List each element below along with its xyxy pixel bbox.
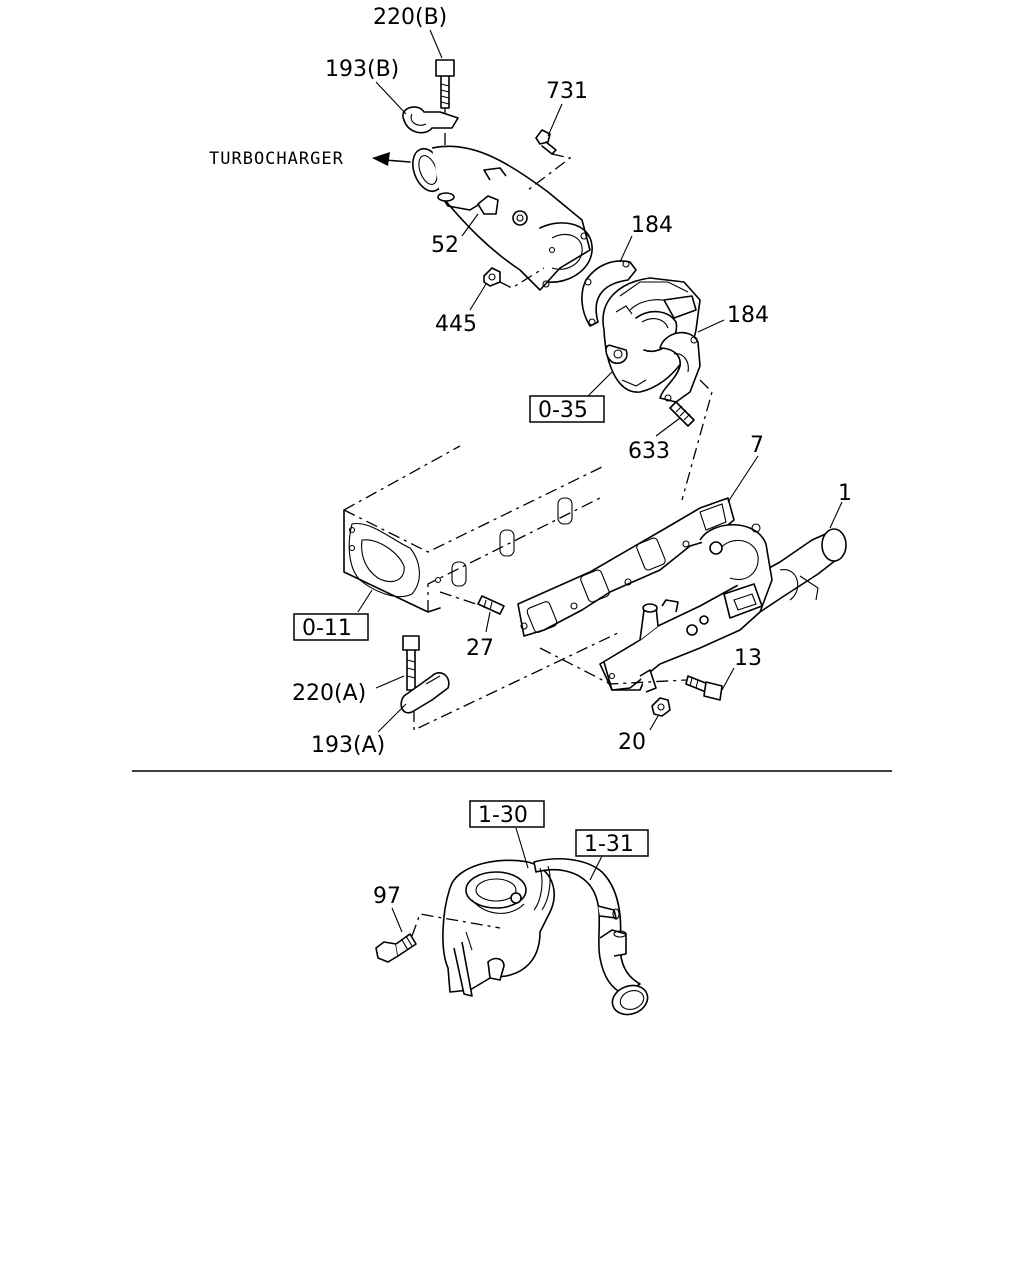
ref-box-1-31 — [575, 829, 649, 857]
bolt-220a — [402, 635, 420, 700]
pipe-52 — [412, 145, 593, 291]
gasket-184-upper — [581, 260, 637, 327]
callout-0-35: 0-35 — [538, 398, 588, 423]
turbocharger-arrow — [372, 152, 411, 166]
gasket-7 — [517, 497, 735, 637]
callout-52: 52 — [431, 233, 459, 258]
bolt-13 — [539, 647, 723, 701]
callout-20: 20 — [618, 730, 646, 755]
callout-193a: 193(A) — [311, 733, 385, 758]
water-pump — [602, 277, 701, 393]
ref-box-1-30 — [469, 800, 545, 828]
callout-184-lower: 184 — [727, 303, 769, 328]
callout-1: 1 — [838, 481, 852, 506]
callout-220b: 220(B) — [373, 5, 447, 30]
ref-box-0-35 — [529, 395, 605, 423]
callout-731: 731 — [546, 79, 588, 104]
callout-220a: 220(A) — [292, 681, 366, 706]
bolt-731 — [527, 129, 572, 191]
leader-lines-upper — [357, 29, 843, 733]
cylinder-head — [343, 445, 605, 613]
callout-193b: 193(B) — [325, 57, 399, 82]
sensor-97 — [375, 913, 501, 963]
callout-1-31: 1-31 — [584, 832, 634, 857]
callout-633: 633 — [628, 439, 670, 464]
callout-13: 13 — [734, 646, 762, 671]
water-manifold — [599, 523, 847, 693]
bolt-220b — [435, 59, 455, 185]
callout-0-11: 0-11 — [302, 616, 352, 641]
hose-assembly — [442, 858, 649, 1016]
callout-27: 27 — [466, 636, 494, 661]
callout-97: 97 — [373, 884, 401, 909]
turbocharger-label: TURBOCHARGER — [209, 149, 344, 169]
leader-lines-lower — [391, 827, 603, 933]
callout-7: 7 — [750, 433, 764, 458]
gasket-184-lower — [659, 331, 701, 403]
stud-27 — [439, 591, 505, 615]
clip-193a — [400, 631, 621, 732]
callout-184-upper: 184 — [631, 213, 673, 238]
stud-633 — [669, 401, 695, 427]
clip-193b — [402, 106, 459, 134]
leader-dash-184 — [681, 379, 713, 501]
callout-1-30: 1-30 — [478, 803, 528, 828]
nut-445 — [483, 267, 545, 289]
callout-445: 445 — [435, 312, 477, 337]
ref-box-0-11 — [293, 613, 369, 641]
nut-20 — [651, 697, 671, 717]
